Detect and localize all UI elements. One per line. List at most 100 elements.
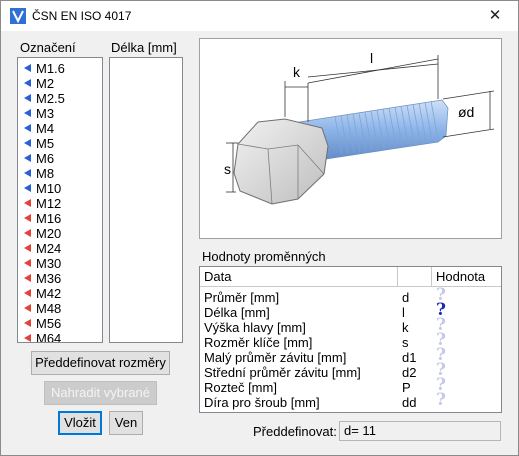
table-row[interactable]: Rozměr klíče [mm] s? — [200, 330, 501, 351]
list-item[interactable]: M24 — [18, 241, 102, 256]
list-item[interactable]: M8 — [18, 166, 102, 181]
title-bar[interactable]: ČSN EN ISO 4017 ✕ — [1, 1, 518, 31]
table-row[interactable]: Rozteč [mm]P? — [200, 375, 501, 396]
question-mark-icon[interactable]: ? — [436, 300, 446, 320]
list-item[interactable]: M6 — [18, 151, 102, 166]
header-symbol[interactable] — [398, 267, 432, 287]
marker-triangle-icon — [24, 199, 31, 207]
marker-triangle-icon — [24, 109, 31, 117]
header-value[interactable]: Hodnota — [436, 269, 486, 284]
question-mark-icon[interactable]: ? — [436, 330, 446, 350]
marker-triangle-icon — [24, 64, 31, 72]
list-item[interactable]: M2 — [18, 76, 102, 91]
row-name: Střední průměr závitu [mm] — [204, 365, 361, 380]
predefined-label: Předdefinovat: — [253, 424, 337, 439]
list-item[interactable]: M64 — [18, 331, 102, 342]
question-mark-icon[interactable]: ? — [436, 315, 446, 335]
dim-d-label: ød — [458, 104, 474, 120]
marker-triangle-icon — [24, 94, 31, 102]
question-mark-icon[interactable]: ? — [436, 390, 446, 410]
marker-triangle-icon — [24, 79, 31, 87]
row-name: Délka [mm] — [204, 305, 270, 320]
designation-label: Označení — [20, 40, 76, 55]
marker-triangle-icon — [24, 169, 31, 177]
bolt-diagram: k l s ød — [224, 50, 495, 205]
list-item-label: M4 — [36, 121, 55, 136]
table-row[interactable]: Průměr [mm] d? — [200, 285, 501, 306]
list-item[interactable]: M20 — [18, 226, 102, 241]
replace-selected-button[interactable]: Nahradit vybrané — [44, 381, 157, 405]
marker-triangle-icon — [24, 244, 31, 252]
list-item[interactable]: M56 — [18, 316, 102, 331]
question-mark-icon[interactable]: ? — [436, 285, 446, 305]
list-item-label: M30 — [36, 256, 62, 271]
row-symbol: d2 — [402, 365, 417, 380]
list-item[interactable]: M10 — [18, 181, 102, 196]
header-data[interactable]: Data — [200, 267, 398, 287]
row-name: Průměr [mm] — [204, 290, 280, 305]
marker-triangle-icon — [24, 124, 31, 132]
list-item[interactable]: M42 — [18, 286, 102, 301]
predefined-value-field[interactable]: d= 11 — [339, 421, 501, 441]
marker-triangle-icon — [24, 214, 31, 222]
question-mark-icon[interactable]: ? — [436, 345, 446, 365]
list-item-label: M48 — [36, 301, 62, 316]
predefine-dimensions-button[interactable]: Předdefinovat rozměry — [31, 351, 170, 375]
row-symbol: l — [402, 305, 405, 320]
list-item[interactable]: M48 — [18, 301, 102, 316]
table-row[interactable]: Díra pro šroub [mm] dd? — [200, 390, 501, 411]
marker-triangle-icon — [24, 319, 31, 327]
list-item-label: M36 — [36, 271, 62, 286]
list-item-label: M20 — [36, 226, 62, 241]
list-item[interactable]: M3 — [18, 106, 102, 121]
grid-header: Data Hodnota — [200, 267, 501, 287]
list-item[interactable]: M36 — [18, 271, 102, 286]
list-item-label: M5 — [36, 136, 55, 151]
window-title: ČSN EN ISO 4017 — [32, 9, 132, 23]
app-icon — [10, 8, 26, 24]
dim-k-label: k — [293, 64, 301, 80]
row-name: Rozměr klíče [mm] — [204, 335, 313, 350]
list-item[interactable]: M16 — [18, 211, 102, 226]
row-symbol: P — [402, 380, 411, 395]
variables-grid[interactable]: Data Hodnota Průměr [mm]d?Délka [mm]l?Vý… — [199, 266, 502, 413]
insert-button[interactable]: Vložit — [58, 411, 102, 435]
marker-triangle-icon — [24, 154, 31, 162]
list-item-label: M6 — [36, 151, 55, 166]
close-button[interactable]: ✕ — [472, 1, 518, 31]
list-item-label: M2 — [36, 76, 55, 91]
dim-s-label: s — [224, 161, 231, 177]
row-name: Díra pro šroub [mm] — [204, 395, 320, 410]
table-row[interactable]: Střední průměr závitu [mm] d2? — [200, 360, 501, 381]
marker-triangle-icon — [24, 274, 31, 282]
list-item-label: M16 — [36, 211, 62, 226]
list-item[interactable]: M2.5 — [18, 91, 102, 106]
list-item[interactable]: M30 — [18, 256, 102, 271]
list-item[interactable]: M5 — [18, 136, 102, 151]
question-mark-icon[interactable]: ? — [436, 375, 446, 395]
list-item-label: M42 — [36, 286, 62, 301]
list-item[interactable]: M1.6 — [18, 61, 102, 76]
marker-triangle-icon — [24, 259, 31, 267]
list-item-label: M24 — [36, 241, 62, 256]
list-item-label: M56 — [36, 316, 62, 331]
length-list[interactable] — [109, 57, 183, 343]
list-item[interactable]: M4 — [18, 121, 102, 136]
row-symbol: k — [402, 320, 409, 335]
table-row[interactable]: Délka [mm] l? — [200, 300, 501, 321]
row-symbol: dd — [402, 395, 417, 410]
row-name: Malý průměr závitu [mm] — [204, 350, 347, 365]
marker-triangle-icon — [24, 334, 31, 342]
table-row[interactable]: Malý průměr závitu [mm]d1? — [200, 345, 501, 366]
row-symbol: s — [402, 335, 409, 350]
table-row[interactable]: Výška hlavy [mm]k? — [200, 315, 501, 336]
dimension-lines — [226, 55, 495, 193]
list-item-label: M3 — [36, 106, 55, 121]
marker-triangle-icon — [24, 289, 31, 297]
row-symbol: d — [402, 290, 410, 305]
exit-button[interactable]: Ven — [109, 411, 143, 435]
list-item[interactable]: M12 — [18, 196, 102, 211]
list-item-label: M2.5 — [36, 91, 65, 106]
question-mark-icon[interactable]: ? — [436, 360, 446, 380]
